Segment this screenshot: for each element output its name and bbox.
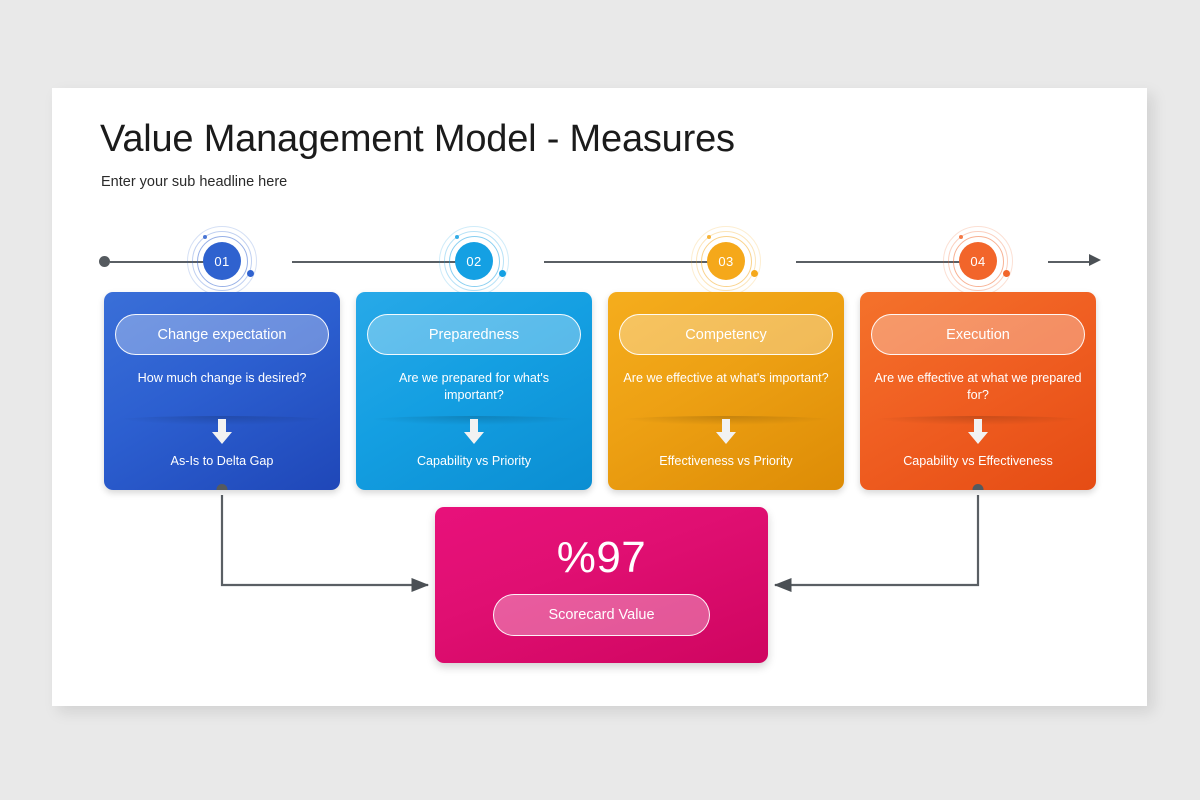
measure-card-competency[interactable]: Competency Are we effective at what's im… [608,292,844,490]
card-outcome: Capability vs Priority [416,454,532,468]
card-heading: Change expectation [115,314,329,355]
card-anchor-dot [972,484,984,490]
card-anchor-dot [216,484,228,490]
card-outcome: Capability vs Effectiveness [903,454,1053,468]
connector-left [220,495,430,593]
arrow-down-icon [212,419,232,444]
connector-layer [220,495,980,593]
arrow-down-icon [464,419,484,444]
page-subtitle: Enter your sub headline here [101,174,288,190]
card-outcome: Effectiveness vs Priority [659,454,793,468]
card-heading: Preparedness [367,314,581,355]
card-question: Are we effective at what's important? [623,371,829,385]
scorecard-panel[interactable]: %97 Scorecard Value [435,507,768,663]
scorecard-label: Scorecard Value [493,594,710,636]
connector-right [773,495,980,593]
card-question: Are we effective at what we prepared for… [874,371,1082,402]
presentation-slide: Value Management Model - Measures Enter … [52,88,1147,706]
card-heading: Competency [619,314,833,355]
measure-card-preparedness[interactable]: Preparedness Are we prepared for what's … [356,292,592,490]
page-title: Value Management Model - Measures [100,118,735,160]
card-question: How much change is desired? [137,371,307,385]
measure-card-execution[interactable]: Execution Are we effective at what we pr… [860,292,1096,490]
card-heading: Execution [871,314,1085,355]
card-outcome: As-Is to Delta Gap [170,454,274,468]
arrow-down-icon [716,419,736,444]
card-question: Are we prepared for what's important? [398,371,550,402]
scorecard-value: %97 [556,533,647,582]
arrow-down-icon [968,419,988,444]
measure-card-change-expectation[interactable]: Change expectation How much change is de… [104,292,340,490]
